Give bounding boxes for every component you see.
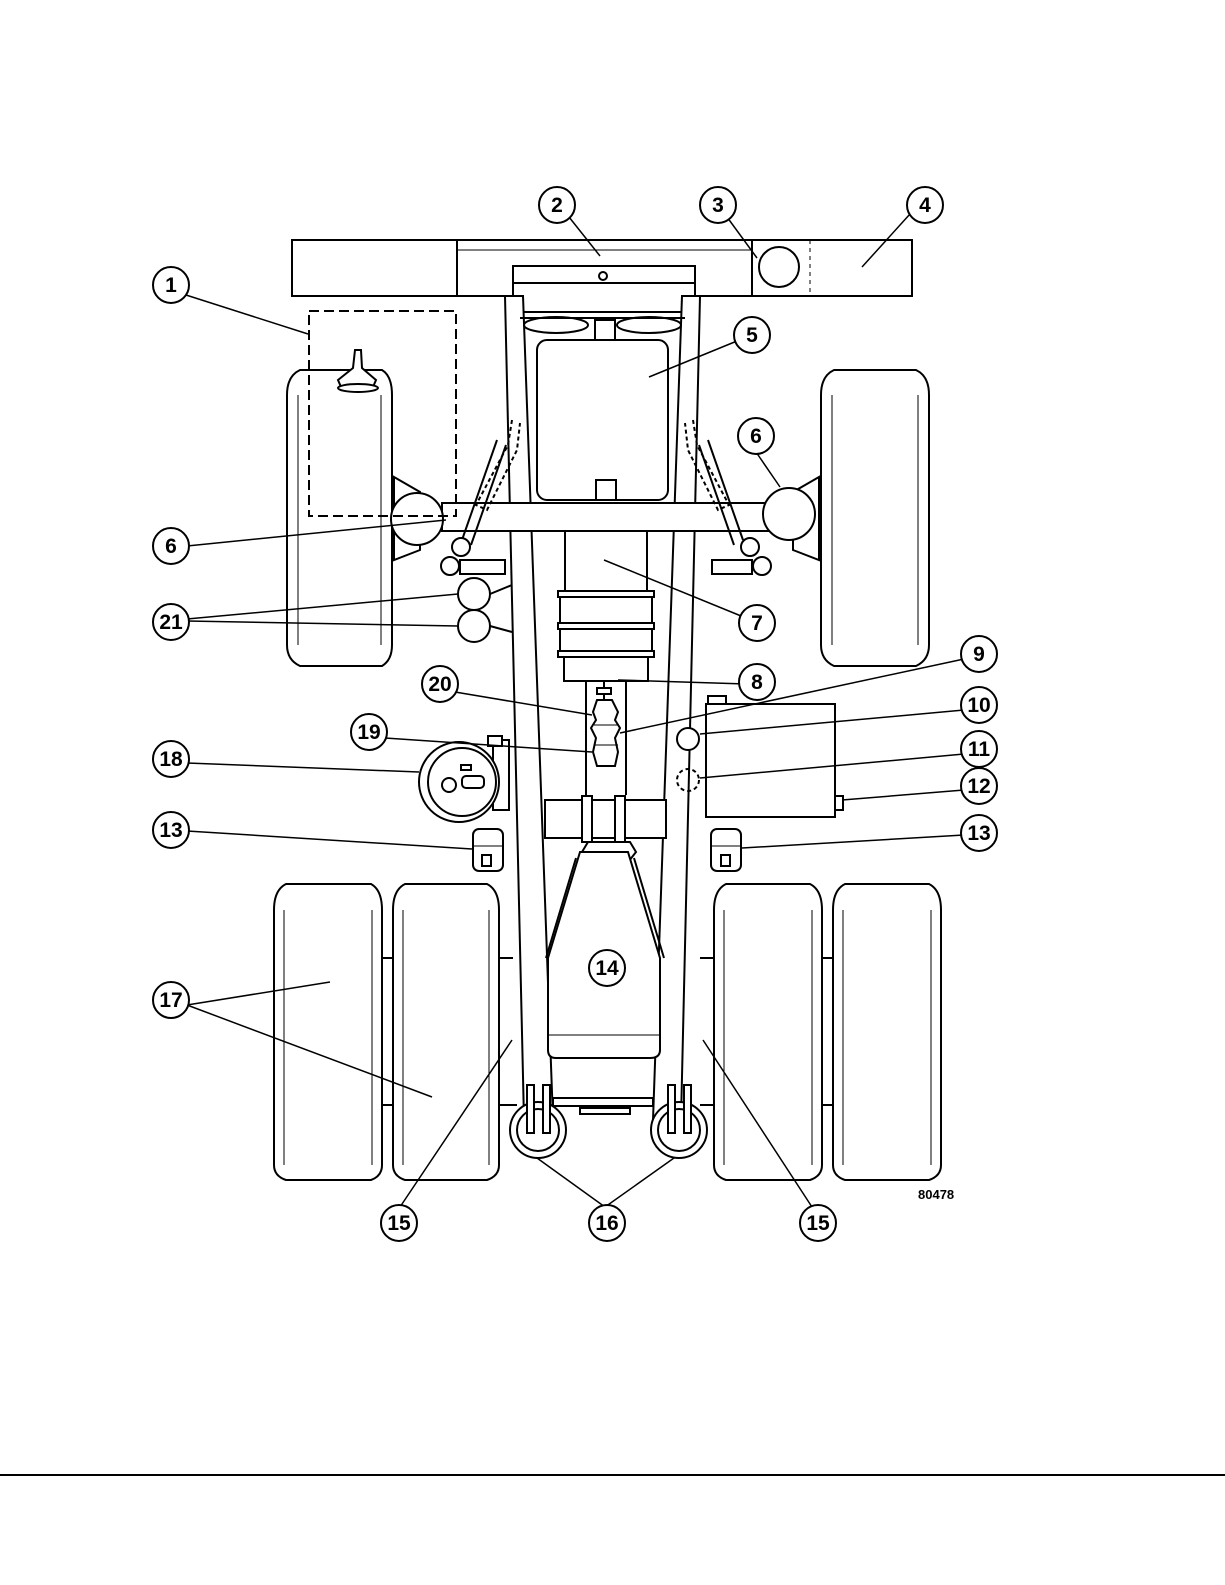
callout-10: 10 — [961, 687, 997, 723]
callout-2-label: 2 — [551, 194, 563, 217]
callout-15-left-label: 15 — [387, 1212, 411, 1235]
callout-4-label: 4 — [919, 194, 931, 217]
callout-13-left: 13 — [153, 812, 189, 848]
callout-16: 16 — [589, 1205, 625, 1241]
callout-8-label: 8 — [751, 671, 763, 694]
callout-20: 20 — [422, 666, 458, 702]
callout-6-left-label: 6 — [165, 535, 177, 558]
drive-shaft — [586, 681, 626, 795]
callout-9-label: 9 — [973, 643, 985, 666]
front-hitch — [513, 266, 695, 312]
front-left-tire — [287, 370, 392, 666]
front-right-tire — [821, 370, 929, 666]
callout-8: 8 — [739, 664, 775, 700]
callout-17-label: 17 — [159, 989, 182, 1012]
callout-13-right: 13 — [961, 815, 997, 851]
callout-9: 9 — [961, 636, 997, 672]
callout-14: 14 — [589, 950, 625, 986]
callout-21-label: 21 — [159, 611, 183, 634]
callout-20-label: 20 — [428, 673, 451, 696]
transmission — [558, 531, 654, 681]
callout-15-left: 15 — [381, 1205, 417, 1241]
battery-box — [677, 696, 843, 817]
front-axle — [442, 503, 784, 531]
callout-12: 12 — [961, 768, 997, 804]
callout-3-label: 3 — [712, 194, 724, 217]
callout-6-left: 6 — [153, 528, 189, 564]
callout-21: 21 — [153, 604, 189, 640]
engine — [537, 340, 668, 500]
callout-13-right-label: 13 — [967, 822, 990, 845]
callout-19: 19 — [351, 714, 387, 750]
callout-11: 11 — [961, 731, 997, 767]
callout-6-right: 6 — [738, 418, 774, 454]
callout-16-label: 16 — [595, 1212, 618, 1235]
rear-tires-left — [274, 884, 499, 1180]
air-tanks — [458, 578, 512, 642]
callout-2: 2 — [539, 187, 575, 223]
rear-tires-right — [714, 884, 941, 1180]
callout-18: 18 — [153, 741, 189, 777]
callout-17: 17 — [153, 982, 189, 1018]
callout-13-left-label: 13 — [159, 819, 182, 842]
callout-18-label: 18 — [159, 748, 183, 771]
rear-cross-plate — [553, 1098, 653, 1114]
callout-15-right-label: 15 — [806, 1212, 830, 1235]
callout-1: 1 — [153, 267, 189, 303]
callout-7-label: 7 — [751, 612, 763, 635]
page-bottom-rule — [0, 1474, 1225, 1476]
callout-15-right: 15 — [800, 1205, 836, 1241]
callout-7: 7 — [739, 605, 775, 641]
callout-6-right-label: 6 — [750, 425, 762, 448]
callout-14-label: 14 — [595, 957, 619, 980]
figure-id: 80478 — [918, 1187, 954, 1202]
callout-5-label: 5 — [746, 324, 758, 347]
callout-1-label: 1 — [165, 274, 177, 297]
callout-4: 4 — [907, 187, 943, 223]
callout-19-label: 19 — [357, 721, 380, 744]
spare-tire — [419, 736, 509, 822]
callout-3: 3 — [700, 187, 736, 223]
callout-12-label: 12 — [967, 775, 990, 798]
callout-10-label: 10 — [967, 694, 990, 717]
callout-5: 5 — [734, 317, 770, 353]
callout-11-label: 11 — [968, 738, 991, 761]
